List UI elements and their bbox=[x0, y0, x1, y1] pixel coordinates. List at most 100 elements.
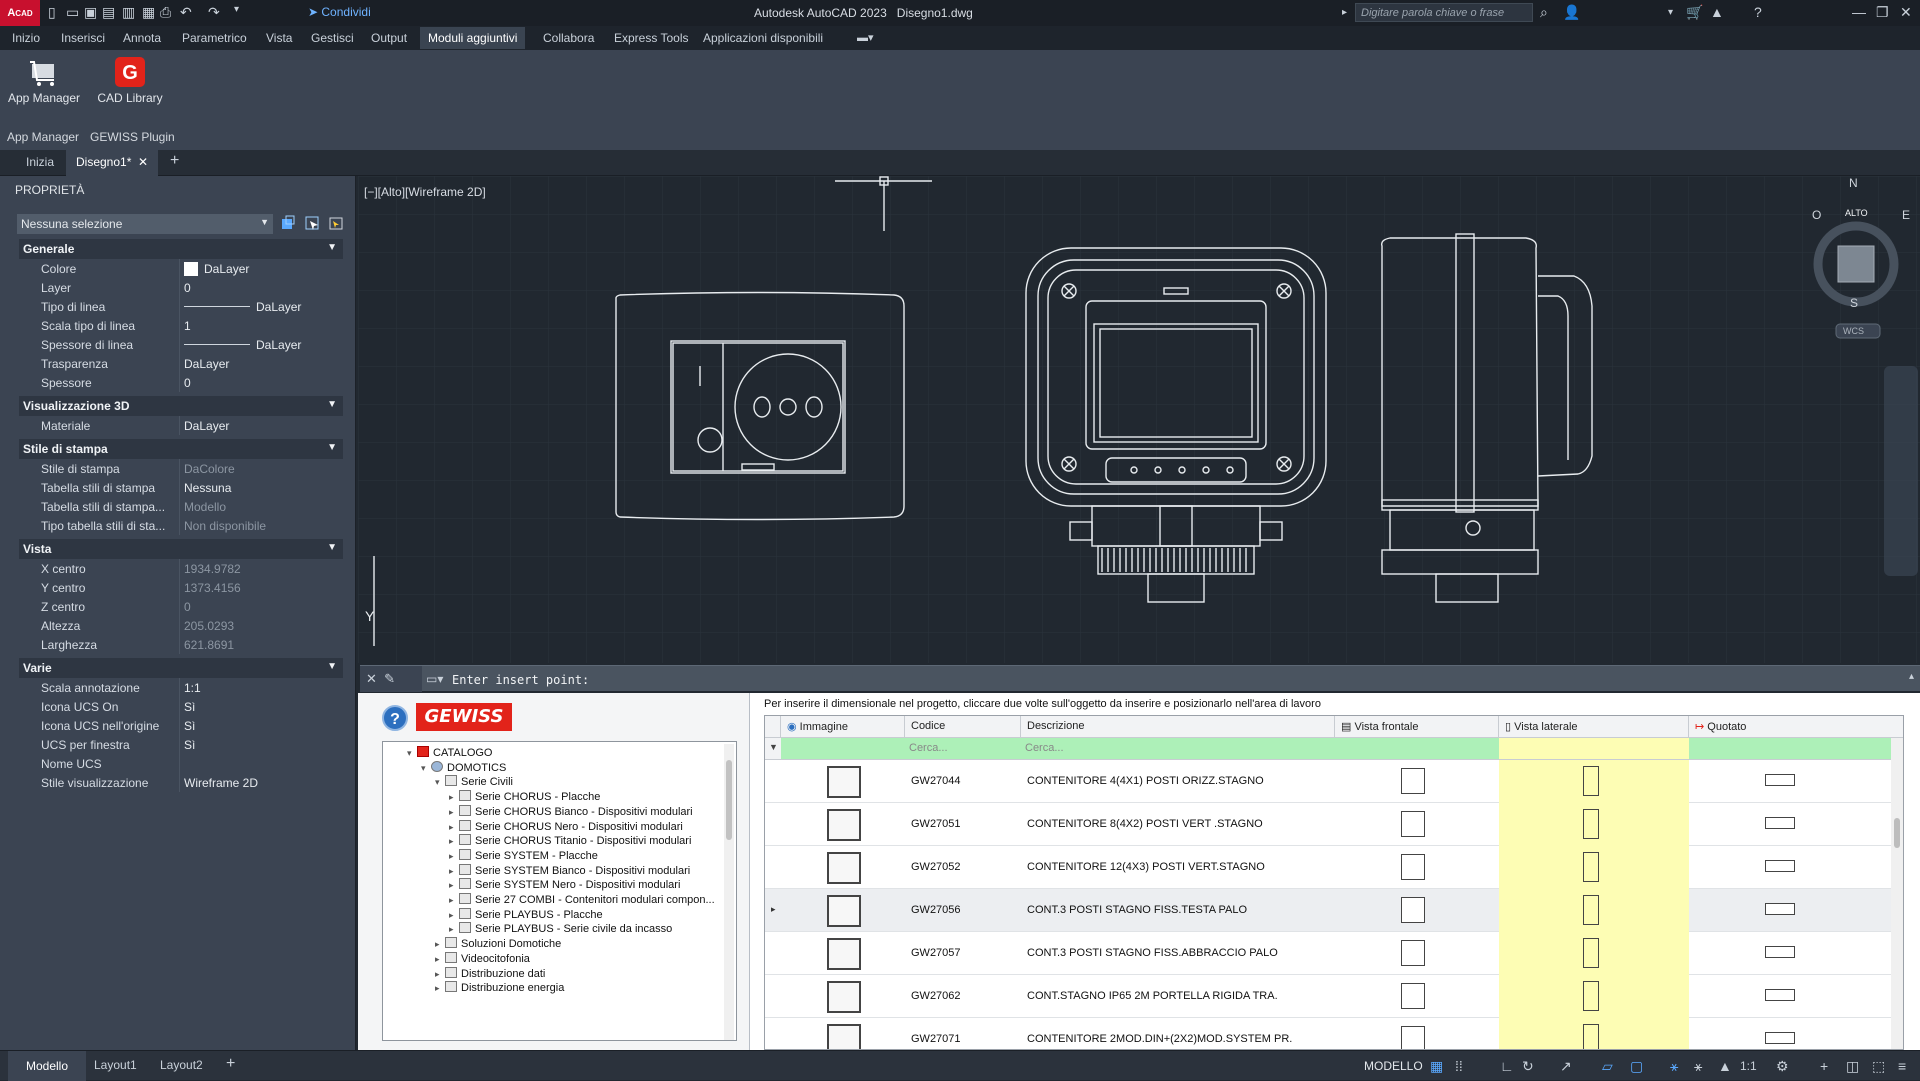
selection-dropdown[interactable]: Nessuna selezione▼ bbox=[17, 214, 273, 234]
row-selector[interactable] bbox=[765, 846, 781, 889]
chevron-down-icon[interactable]: ▾ bbox=[1668, 7, 1674, 18]
annotation-scale[interactable]: 1:1 bbox=[1740, 1059, 1757, 1073]
annotation-scale-icon[interactable]: ▲ bbox=[1718, 1058, 1732, 1074]
autodesk-icon[interactable]: ▲ bbox=[1710, 4, 1724, 20]
expand-icon[interactable]: ▴ bbox=[1908, 671, 1914, 682]
tree-node[interactable]: ▾Serie Civili bbox=[435, 775, 513, 791]
publish-icon[interactable]: ▦ bbox=[142, 4, 156, 20]
tab-layout1[interactable]: Layout1 bbox=[94, 1058, 137, 1072]
front-view-preview[interactable] bbox=[1335, 889, 1499, 932]
tab-moduli-aggiuntivi[interactable]: Moduli aggiuntivi bbox=[420, 27, 526, 49]
tree-node[interactable]: ▾DOMOTICS bbox=[421, 760, 506, 777]
tree-node[interactable]: ▸Serie 27 COMBI - Contenitori modulari c… bbox=[449, 893, 715, 909]
col-code[interactable]: Codice bbox=[905, 716, 1021, 738]
tree-node[interactable]: ▸Serie CHORUS Nero - Dispositivi modular… bbox=[449, 819, 683, 836]
expand-arrow-icon[interactable]: ▸ bbox=[435, 939, 440, 950]
side-view-preview[interactable] bbox=[1499, 889, 1689, 932]
compass-s[interactable]: S bbox=[1850, 296, 1859, 310]
quoted-preview[interactable] bbox=[1689, 760, 1903, 803]
user-icon[interactable]: 👤 bbox=[1563, 4, 1581, 20]
tree-node[interactable]: ▸Soluzioni Domotiche bbox=[435, 937, 561, 953]
tab-modello[interactable]: Modello bbox=[8, 1051, 87, 1081]
tree-node[interactable]: ▾CATALOGO bbox=[407, 746, 493, 762]
help-icon[interactable]: ? bbox=[1754, 4, 1762, 20]
app-manager-button[interactable]: App Manager bbox=[6, 56, 82, 105]
prop-row[interactable]: Tipo tabella stili di sta...Non disponib… bbox=[19, 516, 343, 535]
snap-icon[interactable]: ⁞⁞ bbox=[1455, 1058, 1463, 1074]
quoted-preview[interactable] bbox=[1689, 1018, 1903, 1049]
front-view-preview[interactable] bbox=[1335, 803, 1499, 846]
row-selector[interactable] bbox=[765, 975, 781, 1018]
isolate-icon[interactable]: ◫ bbox=[1846, 1058, 1860, 1074]
drawing-canvas[interactable]: [−][Alto][Wireframe 2D] Y N S E O ALTO W… bbox=[358, 176, 1920, 663]
catalog-tree[interactable]: ▾CATALOGO▾DOMOTICS▾Serie Civili ▸Serie CH… bbox=[382, 741, 737, 1041]
tree-node[interactable]: ▸Videocitofonia bbox=[435, 951, 530, 968]
col-front[interactable]: ▤ Vista frontale bbox=[1335, 716, 1499, 738]
viewport-controls[interactable]: [−][Alto][Wireframe 2D] bbox=[364, 185, 486, 199]
tab-inserisci[interactable]: Inserisci bbox=[61, 31, 106, 45]
plot-icon[interactable]: ▥ bbox=[122, 4, 136, 20]
osnap-icon[interactable]: ▱ bbox=[1602, 1058, 1613, 1074]
filter-icon[interactable]: ▼ bbox=[765, 738, 781, 760]
close-icon[interactable]: ✕ bbox=[366, 671, 377, 686]
autoscale-icon[interactable]: ⚹ bbox=[1694, 1058, 1703, 1074]
customize-icon[interactable]: ▾ bbox=[234, 4, 240, 15]
side-view-preview[interactable] bbox=[1499, 975, 1689, 1018]
model-space-toggle[interactable]: MODELLO bbox=[1364, 1059, 1423, 1073]
search-input[interactable]: Digitare parola chiave o frase bbox=[1355, 3, 1533, 22]
quoted-preview[interactable] bbox=[1689, 803, 1903, 846]
tree-node[interactable]: ▸Serie SYSTEM - Placche bbox=[449, 848, 598, 865]
expand-arrow-icon[interactable]: ▸ bbox=[1342, 7, 1348, 18]
viewcube-face[interactable]: ALTO bbox=[1845, 208, 1868, 218]
add-icon[interactable]: + bbox=[1820, 1058, 1829, 1074]
quoted-preview[interactable] bbox=[1689, 889, 1903, 932]
tree-node[interactable]: ▸Serie PLAYBUS - Serie civile da incasso bbox=[449, 922, 672, 938]
share-button[interactable]: ➤ Condividi bbox=[308, 5, 371, 19]
select-objects-icon[interactable] bbox=[304, 215, 320, 231]
expand-arrow-icon[interactable]: ▸ bbox=[435, 953, 440, 964]
section-vis3d[interactable]: Visualizzazione 3D▼ bbox=[19, 396, 343, 416]
tab-start[interactable]: Inizia bbox=[26, 155, 55, 169]
tab-inizio[interactable]: Inizio bbox=[12, 31, 41, 45]
restore-icon[interactable]: ❐ bbox=[1876, 4, 1889, 20]
tab-applicazioni[interactable]: Applicazioni disponibili bbox=[703, 31, 824, 45]
collapse-arrow-icon[interactable]: ▾ bbox=[407, 748, 412, 758]
front-view-preview[interactable] bbox=[1335, 1018, 1499, 1049]
row-selector[interactable] bbox=[765, 760, 781, 803]
side-view-preview[interactable] bbox=[1499, 760, 1689, 803]
ortho-icon[interactable]: ∟ bbox=[1500, 1058, 1514, 1074]
tree-node[interactable]: ▸Serie CHORUS Bianco - Dispositivi modul… bbox=[449, 804, 693, 821]
tab-vista[interactable]: Vista bbox=[266, 31, 293, 45]
quoted-preview[interactable] bbox=[1689, 846, 1903, 889]
minimize-icon[interactable]: — bbox=[1852, 4, 1866, 20]
save-as-icon[interactable]: ▤ bbox=[102, 4, 116, 20]
collapse-arrow-icon[interactable]: ▾ bbox=[421, 762, 426, 773]
polar-icon[interactable]: ↻ bbox=[1522, 1058, 1534, 1074]
close-icon[interactable]: ✕ bbox=[1900, 4, 1912, 20]
cad-library-button[interactable]: G CAD Library bbox=[92, 56, 168, 105]
expand-arrow-icon[interactable]: ▸ bbox=[449, 909, 454, 920]
prop-row[interactable]: Tabella stili di stampa...Modello bbox=[19, 497, 343, 516]
front-view-preview[interactable] bbox=[1335, 932, 1499, 975]
new-tab-icon[interactable]: + bbox=[170, 152, 180, 169]
grid-icon[interactable]: ▦ bbox=[1430, 1058, 1444, 1074]
row-selector[interactable] bbox=[765, 803, 781, 846]
redo-icon[interactable]: ↷ bbox=[208, 4, 220, 20]
tree-node[interactable]: ▸Serie PLAYBUS - Placche bbox=[449, 907, 603, 924]
tab-output[interactable]: Output bbox=[371, 31, 408, 45]
expand-arrow-icon[interactable]: ▸ bbox=[449, 880, 454, 891]
